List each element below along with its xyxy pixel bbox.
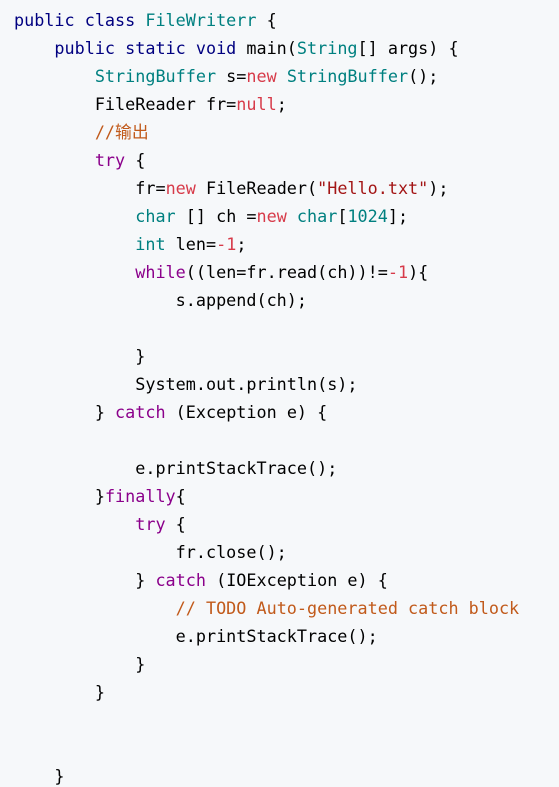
code-token: }: [14, 402, 116, 422]
code-line: fr=new FileReader("Hello.txt");: [14, 174, 519, 202]
code-token: [] args) {: [357, 38, 459, 58]
code-token: s=: [216, 66, 247, 86]
code-token: e.printStackTrace();: [14, 458, 338, 478]
code-token: }: [14, 766, 65, 786]
code-token: new: [246, 66, 277, 86]
code-token: FileReader(: [195, 178, 318, 198]
code-token: StringBuffer: [94, 66, 217, 86]
code-line: }: [14, 678, 519, 706]
code-line: }: [14, 650, 519, 678]
code-token: FileReader fr=: [14, 94, 237, 114]
code-token: }: [14, 486, 105, 506]
code-token: len=: [165, 234, 217, 254]
code-line: [14, 426, 519, 454]
code-token: [: [337, 206, 348, 226]
code-token: char: [296, 206, 338, 226]
code-line: FileReader fr=null;: [14, 90, 519, 118]
code-token: {: [125, 150, 146, 170]
code-token: [14, 234, 135, 254]
code-token: "Hello.txt": [317, 178, 429, 198]
code-line: fr.close();: [14, 538, 519, 566]
code-token: public static void: [14, 38, 247, 58]
code-token: ();: [408, 66, 439, 86]
code-line: // TODO Auto-generated catch block: [14, 594, 520, 622]
code-line: char [] ch =new char[1024];: [14, 202, 519, 230]
code-line: e.printStackTrace();: [14, 454, 519, 482]
code-line: }: [14, 762, 519, 787]
code-token: {: [256, 10, 277, 30]
code-token: [14, 206, 135, 226]
code-token: );: [428, 178, 449, 198]
code-token: (IOException e) {: [205, 570, 388, 590]
code-line: s.append(ch);: [14, 286, 519, 314]
code-line: }finally{: [14, 482, 519, 510]
code-token: String: [296, 38, 358, 58]
code-token: {: [175, 486, 186, 506]
code-token: e.printStackTrace();: [14, 626, 378, 646]
code-token: ((len=fr.read(ch))!=: [185, 262, 388, 282]
code-line: } catch (Exception e) {: [14, 398, 519, 426]
code-token: -1: [387, 262, 409, 282]
code-token: new: [256, 206, 287, 226]
code-line: e.printStackTrace();: [14, 622, 519, 650]
code-token: StringBuffer: [286, 66, 409, 86]
code-token: ){: [408, 262, 429, 282]
code-token: ;: [236, 234, 247, 254]
code-token: [14, 514, 135, 534]
code-token: ];: [387, 206, 409, 226]
code-token: System.out.println(s);: [14, 374, 358, 394]
code-line: [14, 314, 519, 342]
code-line: try {: [14, 146, 519, 174]
code-token: 1024: [347, 206, 388, 226]
code-line: try {: [14, 510, 519, 538]
code-token: null: [236, 94, 277, 114]
code-token: catch: [115, 402, 166, 422]
code-token: [287, 206, 297, 226]
code-token: catch: [155, 570, 206, 590]
code-token: [14, 66, 95, 86]
code-token: // TODO Auto-generated catch block: [175, 598, 520, 618]
code-token: [] ch =: [175, 206, 257, 226]
code-line: StringBuffer s=new StringBuffer();: [14, 62, 519, 90]
code-token: char: [135, 206, 176, 226]
code-line: } catch (IOException e) {: [14, 566, 519, 594]
code-line: }: [14, 342, 519, 370]
code-token: {: [165, 514, 186, 534]
code-token: s.append(ch);: [14, 290, 307, 310]
code-token: int: [135, 234, 166, 254]
code-token: [14, 598, 176, 618]
code-token: while: [135, 262, 186, 282]
code-line: [14, 734, 519, 762]
code-token: -1: [216, 234, 237, 254]
code-line: int len=-1;: [14, 230, 519, 258]
code-line: public static void main(String[] args) {: [14, 34, 519, 62]
code-token: //输出: [94, 122, 149, 142]
code-token: new: [165, 178, 196, 198]
code-line: System.out.println(s);: [14, 370, 519, 398]
code-line: //输出: [14, 118, 519, 146]
code-token: [277, 66, 287, 86]
code-token: }: [14, 570, 156, 590]
code-token: finally: [104, 486, 176, 506]
code-token: try: [94, 150, 126, 170]
code-token: public class: [14, 10, 146, 30]
code-token: [14, 262, 135, 282]
code-token: (Exception e) {: [165, 402, 328, 422]
code-line: while((len=fr.read(ch))!=-1){: [14, 258, 519, 286]
code-token: }: [14, 654, 146, 674]
code-line: [14, 706, 519, 734]
code-token: [14, 122, 95, 142]
code-token: ;: [276, 94, 287, 114]
code-block: public class FileWriterr { public static…: [14, 6, 519, 787]
code-token: try: [135, 514, 166, 534]
code-token: }: [14, 346, 146, 366]
code-token: }: [14, 682, 105, 702]
code-token: fr=: [14, 178, 166, 198]
code-token: FileWriterr: [145, 10, 257, 30]
code-token: fr.close();: [14, 542, 287, 562]
code-line: public class FileWriterr {: [14, 6, 519, 34]
code-token: main(: [246, 38, 297, 58]
code-token: [14, 150, 95, 170]
